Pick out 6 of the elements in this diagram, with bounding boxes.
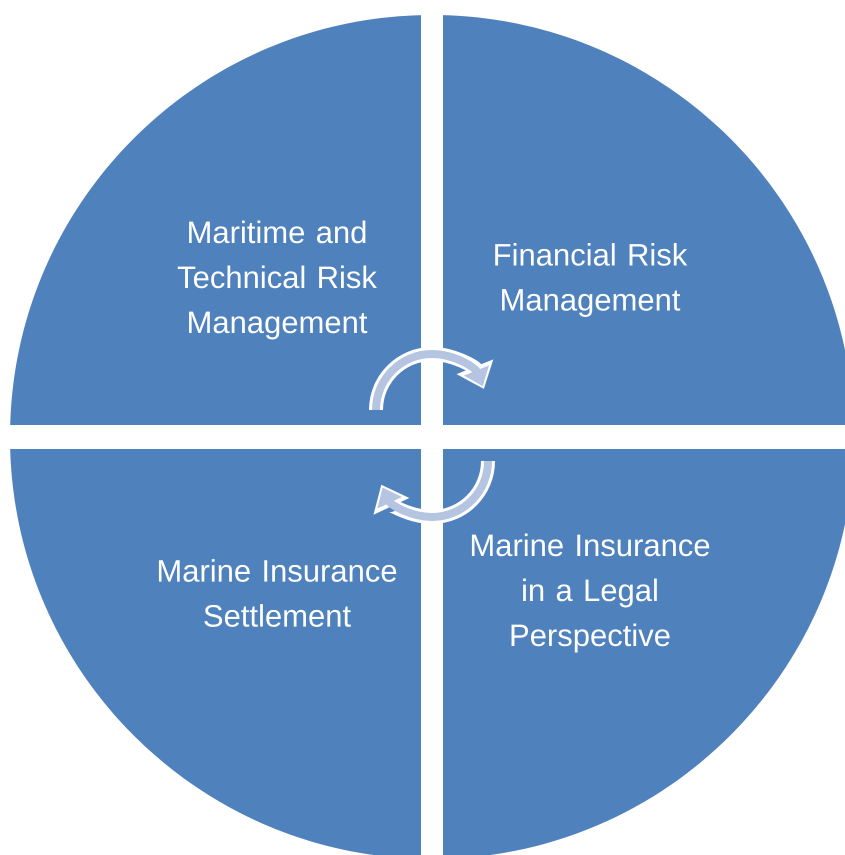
curved-arrow	[369, 347, 494, 410]
quadrant-sector: Financial Risk Management	[443, 15, 845, 425]
quadrant-sector: Marine Insurance Settlement	[10, 449, 421, 855]
quadrant-sector: Maritime and Technical Risk Management	[10, 15, 421, 425]
curved-arrow	[373, 460, 495, 524]
quadrant-sector: Marine Insurance in a Legal Perspective	[443, 449, 845, 855]
